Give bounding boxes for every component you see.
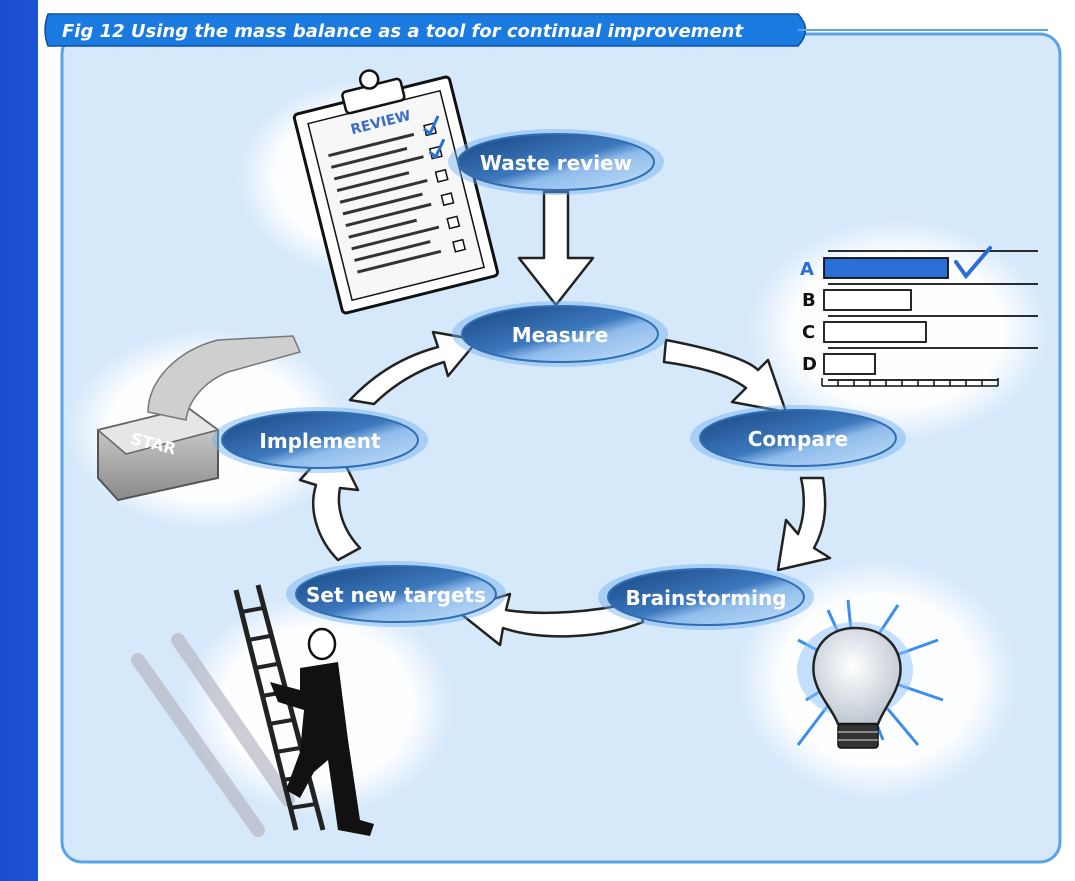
bar-label-c: C [802,322,815,343]
bar-label-b: B [802,290,816,311]
bar-chart-icon: A B C D [800,246,1038,387]
person-climbing-icon [270,627,374,836]
lightbulb-icon [796,599,944,749]
ladder-icon [131,584,374,837]
bar-c [823,321,927,343]
bar-label-d: D [802,354,817,375]
checkmark-icon [954,246,992,280]
node-label-measure: Measure [512,323,609,347]
cycle-arrows [298,190,832,647]
node-label-brainstorming: Brainstorming [625,586,786,610]
arrow-compare-to-brainstorming [776,476,832,572]
node-label-compare: Compare [748,427,849,451]
clipboard-icon: REVIEW [292,69,500,315]
bar-label-a: A [800,259,814,280]
mass-balance-diagram: Fig 12 Using the mass balance as a tool … [44,13,1062,864]
bar-a [823,257,949,279]
figure-title: Fig 12 Using the mass balance as a tool … [62,21,744,42]
title-bar: Fig 12 Using the mass balance as a tool … [44,13,1048,47]
bar-b [823,289,912,311]
node-implement: Implement [212,407,428,473]
arrow-review-to-measure [517,190,595,307]
node-label-set-new-targets: Set new targets [306,583,486,607]
slide: Fig 12 Using the mass balance as a tool … [38,0,1075,881]
node-waste-review: Waste review [448,129,664,195]
node-set-new-targets: Set new targets [286,561,506,627]
start-button-icon: STAR [96,335,302,502]
node-label-waste-review: Waste review [480,151,632,175]
node-compare: Compare [690,405,906,471]
node-measure: Measure [452,301,668,367]
bar-d [823,353,876,375]
node-brainstorming: Brainstorming [598,564,814,630]
arrow-measure-to-compare [662,338,788,414]
node-label-implement: Implement [259,429,381,453]
finger-icon [147,335,302,421]
